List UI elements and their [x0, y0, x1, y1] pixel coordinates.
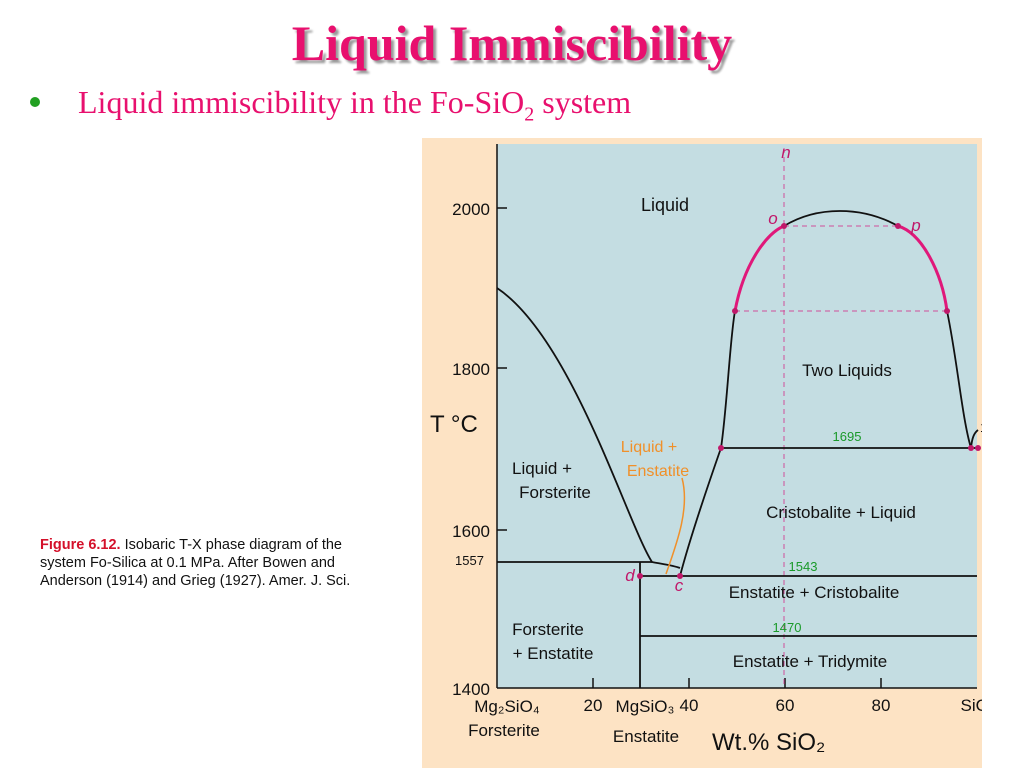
solvus-left-marker — [732, 308, 738, 314]
x-tick-label-20: 20 — [584, 696, 603, 715]
temp-1713-label: 1713 — [980, 420, 982, 435]
bullet-text: Liquid immiscibility in the Fo-SiO — [78, 84, 525, 120]
y-tick-label-1600: 1600 — [452, 522, 490, 541]
field-liquid-enstatite-line1: Liquid + — [621, 439, 678, 456]
x-tick-label-40: 40 — [680, 696, 699, 715]
field-forsterite-enstatite-line1: Forsterite — [512, 620, 584, 639]
y-tick-label-1400: 1400 — [452, 680, 490, 699]
field-liquid: Liquid — [641, 195, 689, 215]
y-tick-label-2000: 2000 — [452, 200, 490, 219]
field-enstatite-tridymite: Enstatite + Tridymite — [733, 652, 887, 671]
field-liquid-forsterite-line1: Liquid + — [512, 459, 572, 478]
enstatite-pointer-line — [665, 477, 686, 575]
point-p-label: p — [910, 216, 920, 235]
field-liquid-enstatite-line2: Enstatite — [627, 463, 689, 480]
point-p-marker — [895, 223, 901, 229]
isotherm-1695-left-marker — [718, 445, 724, 451]
temp-1543-label: 1543 — [789, 559, 818, 574]
field-forsterite-enstatite-line2: + Enstatite — [513, 644, 594, 663]
x-label-mg2sio4: Mg₂SiO₄ — [474, 697, 540, 716]
point-n-label: n — [781, 143, 790, 162]
x-label-mgsio3: MgSiO₃ — [616, 697, 675, 716]
field-cristobalite-liquid: Cristobalite + Liquid — [766, 503, 916, 522]
field-liquid-forsterite-line2: Forsterite — [519, 483, 591, 502]
temp-1557-label: 1557 — [455, 553, 484, 568]
x-label-sio2: SiO₂ — [961, 696, 982, 715]
temp-1695-label: 1695 — [833, 429, 862, 444]
solvus-right-marker — [944, 308, 950, 314]
slide-title: Liquid Immiscibility — [291, 15, 733, 71]
field-enstatite-cristobalite: Enstatite + Cristobalite — [729, 583, 900, 602]
bullet-suffix: system — [534, 84, 632, 120]
bullet-dot-icon — [30, 96, 40, 107]
figure-caption: Figure 6.12. Isobaric T-X phase diagram … — [40, 536, 355, 590]
plot-area — [497, 144, 977, 688]
point-c-label: c — [675, 576, 684, 595]
point-o-label: o — [768, 209, 777, 228]
solvus-left-lower — [720, 310, 736, 449]
field-two-liquids: Two Liquids — [802, 361, 892, 380]
y-tick-label-1800: 1800 — [452, 360, 490, 379]
silica-melting-marker — [975, 445, 981, 451]
point-c-marker — [677, 573, 683, 579]
figure-label: Figure 6.12. — [40, 537, 121, 553]
x-tick-label-60: 60 — [776, 696, 795, 715]
point-d-marker — [637, 573, 643, 579]
x-tick-label-80: 80 — [872, 696, 891, 715]
solvus-top — [783, 210, 899, 227]
isotherm-1695-right-marker — [968, 445, 974, 451]
point-o-marker — [781, 223, 787, 229]
x-label-forsterite: Forsterite — [468, 721, 540, 740]
x-label-enstatite: Enstatite — [613, 727, 679, 746]
solvus-magenta-left — [733, 224, 785, 312]
forsterite-liquidus — [496, 287, 681, 569]
point-d-label: d — [625, 566, 635, 585]
caption-text: Isobaric T-X phase diagram of the system… — [40, 537, 351, 589]
bullet-item: Liquid immiscibility in the Fo-SiO2 syst… — [30, 84, 631, 126]
phase-diagram: 2000 1800 1600 1400 20 40 60 80 Mg₂SiO₄ … — [422, 138, 982, 768]
x-axis-title: Wt.% SiO₂ — [712, 729, 825, 756]
y-axis-title: T °C — [430, 411, 478, 438]
solvus-right-lower — [946, 310, 972, 449]
temp-1470-label: 1470 — [773, 620, 802, 635]
bullet-subscript: 2 — [524, 103, 535, 126]
solvus-magenta-right — [897, 224, 949, 312]
enstatite-liquidus — [679, 447, 722, 577]
